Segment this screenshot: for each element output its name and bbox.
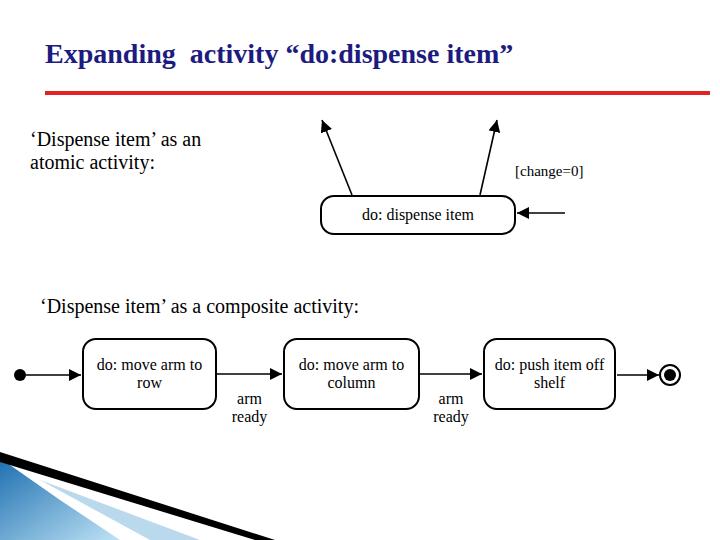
activity-state: do: move arm to row [82, 338, 217, 410]
activity-state: do: push item off shelf [483, 338, 616, 410]
corner-swoosh [0, 458, 120, 540]
activity-text: do: move arm to row [92, 356, 207, 393]
title-rule [45, 91, 710, 95]
transition-line [617, 374, 659, 376]
activity-state: do: dispense item [320, 195, 516, 235]
slide-title: Expanding activity “do:dispense item” [45, 38, 513, 70]
transition-arrow [420, 373, 482, 375]
transition-line [480, 120, 497, 195]
activity-text: do: dispense item [362, 206, 474, 224]
transition-line [322, 120, 352, 195]
transition-line [517, 212, 565, 214]
activity-text: do: move arm to column [293, 356, 410, 393]
final-state-core [664, 369, 676, 381]
corner-swoosh [40, 480, 200, 540]
initial-state [14, 369, 26, 381]
activity-text: do: push item off shelf [493, 356, 606, 393]
transition-label: arm ready [422, 390, 480, 427]
section-heading: ‘Dispense item’ as an atomic activity: [30, 128, 245, 174]
activity-state: do: move arm to column [283, 338, 420, 410]
corner-wedge [0, 452, 275, 540]
final-state [660, 365, 680, 385]
section-heading: ‘Dispense item’ as a composite activity: [40, 295, 500, 318]
guard-condition: [change=0] [515, 163, 625, 180]
transition-label: arm ready [219, 390, 280, 427]
transition-line [26, 374, 81, 376]
transition-arrow [217, 373, 282, 375]
